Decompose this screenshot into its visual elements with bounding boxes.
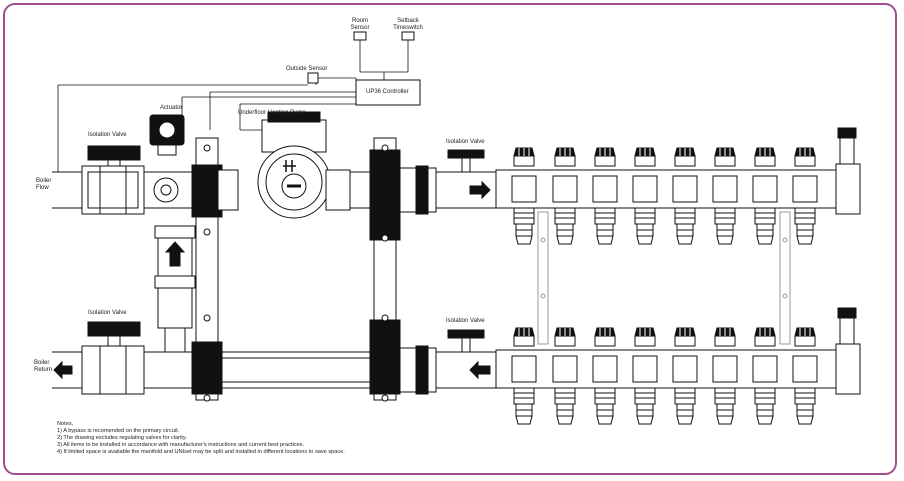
underfloor-pump — [217, 111, 351, 219]
return-port — [754, 387, 776, 425]
flow-port — [674, 207, 696, 245]
return-port — [634, 387, 656, 425]
flow-band — [752, 175, 778, 203]
isolation-valve-label-1: Isolation Valve — [88, 132, 127, 138]
note-item: 3) All items to be installed in accordan… — [57, 442, 304, 448]
actuator — [149, 114, 185, 156]
return-band — [712, 355, 738, 383]
flow-port — [594, 207, 616, 245]
flow-band — [712, 175, 738, 203]
upper-link-pipes — [349, 149, 497, 215]
flow-port — [554, 207, 576, 245]
flow-port — [754, 207, 776, 245]
flow-band — [592, 175, 618, 203]
notes-block: Notes, 1) A bypass is recomended on the … — [57, 421, 345, 456]
isolation-valve-label-3: Isolation Valve — [88, 310, 127, 316]
return-port — [554, 387, 576, 425]
return-top-cap — [794, 327, 816, 347]
flow-port — [513, 207, 535, 245]
return-port — [674, 387, 696, 425]
left-support-plate — [191, 137, 223, 402]
return-top-cap — [513, 327, 535, 347]
return-band — [552, 355, 578, 383]
return-band — [752, 355, 778, 383]
outside-sensor-label: Outside Sensor — [286, 66, 328, 72]
return-top-cap — [754, 327, 776, 347]
isolation-valve-label-4: Isolation Valve — [446, 318, 485, 324]
return-port — [513, 387, 535, 425]
primary-return-pipe — [52, 321, 497, 395]
return-port — [794, 387, 816, 425]
return-top-cap — [594, 327, 616, 347]
mixing-column — [154, 225, 196, 365]
return-band — [511, 355, 537, 383]
return-band — [672, 355, 698, 383]
flow-band — [672, 175, 698, 203]
right-support-plate — [369, 137, 401, 402]
note-item: 1) A bypass is recomended on the primary… — [57, 428, 180, 434]
flow-top-cap — [634, 147, 656, 167]
flow-band — [511, 175, 537, 203]
flow-top-cap — [674, 147, 696, 167]
flow-top-cap — [714, 147, 736, 167]
flow-top-cap — [594, 147, 616, 167]
return-band — [792, 355, 818, 383]
return-band — [592, 355, 618, 383]
return-band — [632, 355, 658, 383]
controller-box — [307, 31, 421, 106]
flow-band — [792, 175, 818, 203]
actuator-label: Actuator — [160, 105, 183, 111]
pump-label: Underfloor Heating Pump — [238, 110, 306, 116]
manifold-ports — [511, 147, 818, 425]
note-item: 4) If limited space is available the man… — [57, 449, 345, 455]
return-port — [594, 387, 616, 425]
flow-band — [552, 175, 578, 203]
isolation-valve-label-2: Isolation Valve — [446, 139, 485, 145]
return-top-cap — [634, 327, 656, 347]
flow-top-cap — [754, 147, 776, 167]
note-item: 2) The drawing excludes regulating valve… — [57, 435, 187, 441]
manifold-bracket — [537, 211, 791, 345]
flow-port — [634, 207, 656, 245]
return-top-cap — [714, 327, 736, 347]
primary-flow-pipe — [52, 145, 195, 215]
flow-top-cap — [794, 147, 816, 167]
return-top-cap — [674, 327, 696, 347]
flow-band — [632, 175, 658, 203]
flow-port — [714, 207, 736, 245]
return-top-cap — [554, 327, 576, 347]
flow-top-cap — [554, 147, 576, 167]
controller-label: UP36 Controller — [366, 89, 409, 95]
return-port — [714, 387, 736, 425]
notes-heading: Notes, — [57, 421, 74, 427]
control-wiring — [57, 36, 409, 172]
diagram-frame — [3, 3, 897, 475]
flow-port — [794, 207, 816, 245]
flow-top-cap — [513, 147, 535, 167]
